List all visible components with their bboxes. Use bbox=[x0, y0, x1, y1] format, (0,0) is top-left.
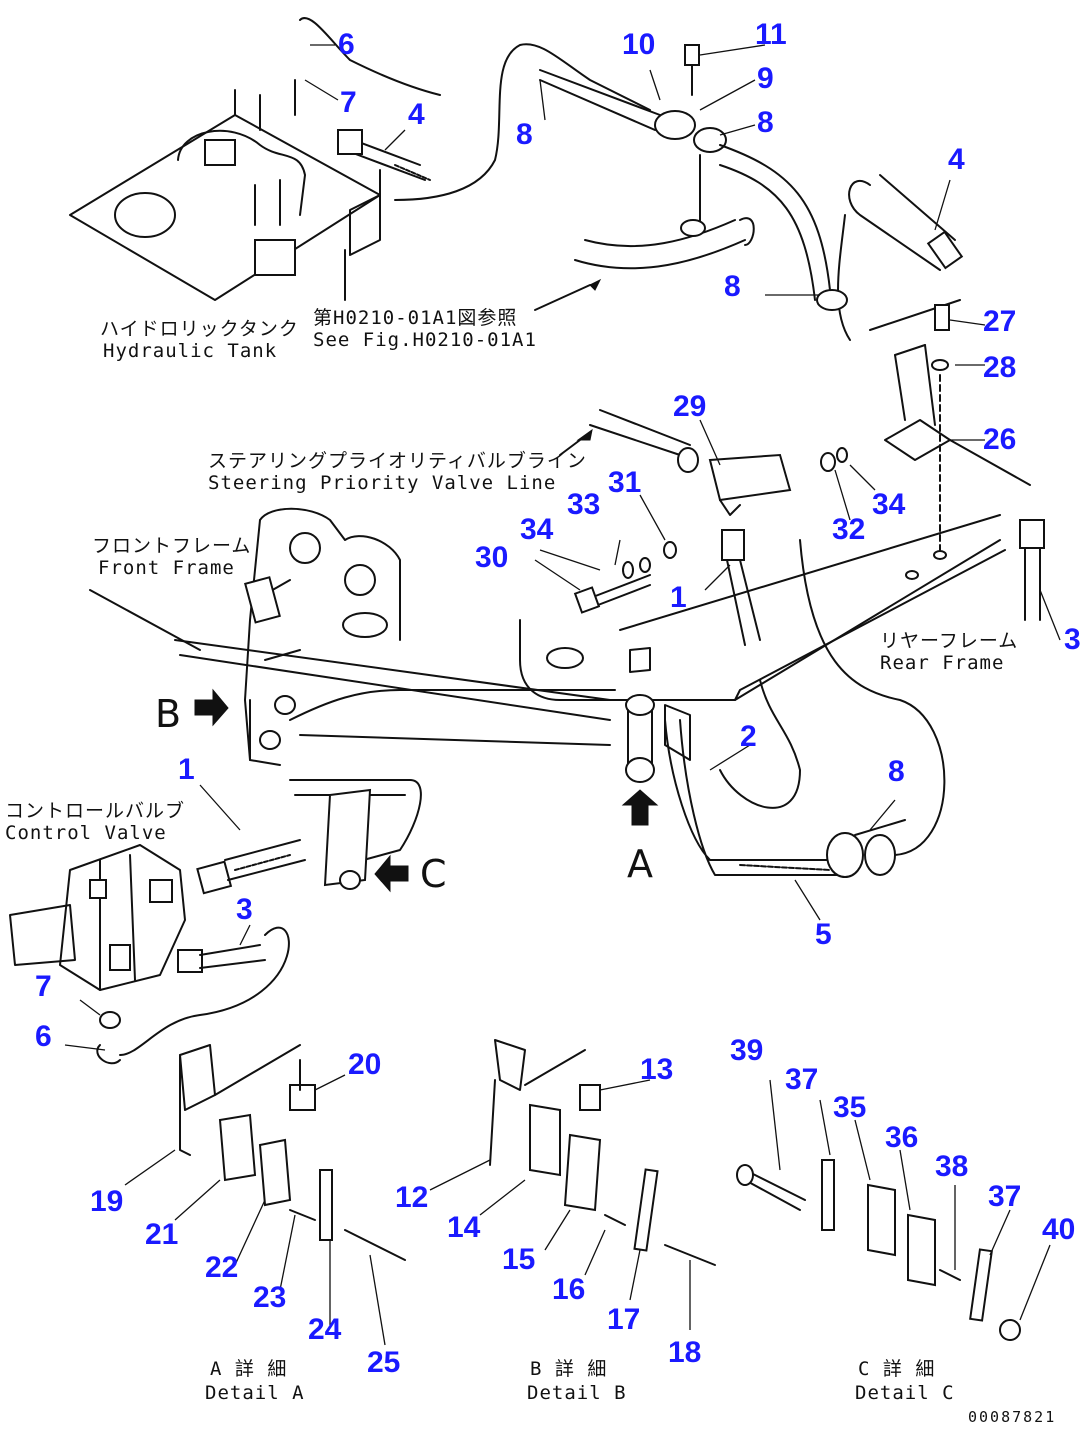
detail-a-label-jp: A 詳 細 bbox=[210, 1358, 288, 1380]
hydraulic-tank bbox=[69, 79, 381, 301]
steering-label-en: Steering Priority Valve Line bbox=[208, 472, 557, 494]
rear-frame-label-jp: リヤーフレーム bbox=[880, 630, 1019, 652]
see-fig-label-en: See Fig.H0210-01A1 bbox=[313, 329, 537, 351]
callout-33: 33 bbox=[567, 488, 601, 521]
hydraulic-tank-label-en: Hydraulic Tank bbox=[103, 340, 278, 362]
callout-8-b: 8 bbox=[757, 106, 774, 139]
callout-1-left: 1 bbox=[178, 753, 195, 786]
control-valve-label-jp: コントロールバルブ bbox=[5, 800, 186, 822]
detail-b-label-jp: B 詳 細 bbox=[530, 1358, 608, 1380]
callout-37-a: 37 bbox=[785, 1063, 819, 1096]
callout-18: 18 bbox=[668, 1336, 702, 1369]
callout-4-right: 4 bbox=[948, 143, 965, 176]
callout-21: 21 bbox=[145, 1218, 179, 1251]
callout-4-top: 4 bbox=[408, 98, 425, 131]
callout-26: 26 bbox=[983, 423, 1017, 456]
callout-28: 28 bbox=[983, 351, 1017, 384]
rear-frame-label-en: Rear Frame bbox=[880, 652, 1005, 674]
callout-1-right: 1 bbox=[670, 581, 687, 614]
callout-3-left: 3 bbox=[236, 893, 253, 926]
callout-5: 5 bbox=[815, 918, 832, 951]
callout-8-a: 8 bbox=[516, 118, 533, 151]
callout-14: 14 bbox=[447, 1211, 481, 1244]
callout-6-left: 6 bbox=[35, 1020, 52, 1053]
front-frame-label-jp: フロントフレーム bbox=[92, 535, 252, 557]
callout-2: 2 bbox=[740, 720, 757, 753]
callout-16: 16 bbox=[552, 1273, 586, 1306]
callout-3-right: 3 bbox=[1064, 623, 1081, 656]
callout-6-top: 6 bbox=[338, 28, 355, 61]
detail-c bbox=[736, 1159, 1021, 1341]
callout-37-b: 37 bbox=[988, 1180, 1022, 1213]
callout-13: 13 bbox=[640, 1053, 674, 1086]
callout-39: 39 bbox=[730, 1034, 764, 1067]
callout-8-c: 8 bbox=[724, 270, 741, 303]
control-valve bbox=[9, 844, 186, 991]
hose-upper bbox=[299, 17, 441, 96]
view-b-letter: B bbox=[155, 692, 182, 736]
front-frame bbox=[244, 507, 401, 766]
callout-15: 15 bbox=[502, 1243, 536, 1276]
callout-9: 9 bbox=[757, 62, 774, 95]
callout-12: 12 bbox=[395, 1181, 429, 1214]
see-fig-label-jp: 第H0210-01A1図参照 bbox=[313, 307, 518, 329]
drawing-code: 00087821 bbox=[968, 1408, 1057, 1426]
callout-7-left: 7 bbox=[35, 970, 52, 1003]
callout-36: 36 bbox=[885, 1121, 919, 1154]
view-a-letter: A bbox=[627, 842, 653, 886]
detail-c-label-en: Detail C bbox=[855, 1382, 955, 1404]
callout-32: 32 bbox=[832, 513, 866, 546]
callout-20: 20 bbox=[348, 1048, 382, 1081]
callout-19: 19 bbox=[90, 1185, 124, 1218]
steering-label-jp: ステアリングプライオリティバルブライン bbox=[208, 450, 587, 472]
detail-a-label-en: Detail A bbox=[205, 1382, 305, 1404]
detail-c-label-jp: C 詳 細 bbox=[858, 1358, 936, 1380]
leader-lines bbox=[64, 44, 1061, 1346]
callout-38: 38 bbox=[935, 1150, 969, 1183]
callout-31: 31 bbox=[608, 466, 642, 499]
detail-a bbox=[179, 1044, 406, 1261]
callout-29: 29 bbox=[673, 390, 707, 423]
callout-24: 24 bbox=[308, 1313, 342, 1346]
callout-17: 17 bbox=[607, 1303, 641, 1336]
detail-b-label-en: Detail B bbox=[527, 1382, 627, 1404]
callout-40: 40 bbox=[1042, 1213, 1076, 1246]
callout-22: 22 bbox=[205, 1251, 239, 1284]
callout-11: 11 bbox=[755, 18, 787, 51]
callout-25: 25 bbox=[367, 1346, 401, 1379]
control-valve-label-en: Control Valve bbox=[5, 822, 167, 844]
callout-8-d: 8 bbox=[888, 755, 905, 788]
callout-35: 35 bbox=[833, 1091, 867, 1124]
callout-10: 10 bbox=[622, 28, 656, 61]
callout-23: 23 bbox=[253, 1281, 287, 1314]
callout-30: 30 bbox=[475, 541, 509, 574]
hydraulic-tank-label-jp: ハイドロリックタンク bbox=[100, 318, 299, 340]
callout-34-left: 34 bbox=[520, 513, 554, 546]
view-c-letter: C bbox=[420, 852, 447, 896]
callout-7-top: 7 bbox=[340, 86, 357, 119]
front-frame-label-en: Front Frame bbox=[98, 557, 235, 579]
detail-b bbox=[489, 1039, 716, 1266]
callout-27: 27 bbox=[983, 305, 1017, 338]
callout-34-right: 34 bbox=[872, 488, 906, 521]
